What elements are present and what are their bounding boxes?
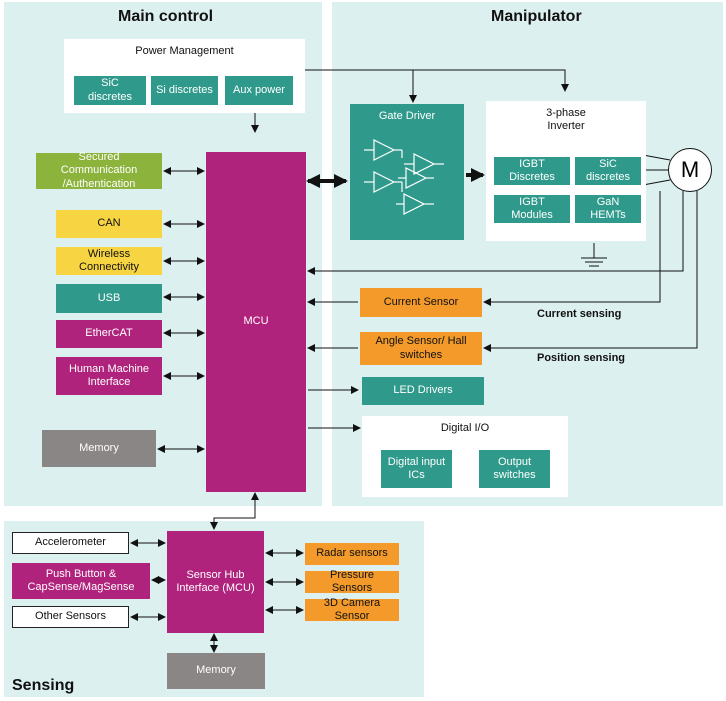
usb-box: USB: [56, 284, 162, 313]
accelerometer-box: Accelerometer: [12, 532, 129, 554]
wire-phase-a: [642, 154, 671, 161]
secured-communication-box: Secured Communication /Authentication: [36, 151, 162, 190]
radar-sensors-box: Radar sensors: [305, 543, 399, 565]
current-sensor-box: Current Sensor: [360, 288, 482, 317]
motor-icon: M: [668, 148, 712, 192]
wire-phase-c: [642, 179, 671, 186]
other-sensors-box: Other Sensors: [12, 606, 129, 628]
inverter-sic-discretes-box: SiC discretes: [575, 157, 641, 185]
power-management-title: Power Management: [135, 45, 234, 57]
wire-position-sensing: [483, 191, 698, 352]
sensor-hub-box: Sensor Hub Interface (MCU): [167, 531, 264, 633]
gate-driver-block: Gate Driver: [350, 104, 464, 240]
output-switches-box: Output switches: [479, 450, 550, 488]
hmi-box: Human Machine Interface: [56, 357, 162, 395]
gate-driver-title: Gate Driver: [378, 110, 436, 122]
main-control-title: Main control: [118, 8, 214, 25]
wire-current-sensing: [483, 191, 661, 306]
digital-input-ics-box: Digital input ICs: [381, 450, 452, 488]
wireless-connectivity-box: Wireless Connectivity: [56, 247, 162, 275]
inverter-title: 3-phase Inverter: [546, 107, 586, 133]
digital-io-title: Digital I/O: [440, 422, 490, 434]
ethercat-box: EtherCAT: [56, 320, 162, 348]
wire-power-inverter: [305, 69, 569, 92]
sensing-title: Sensing: [12, 677, 75, 694]
sensing-memory-box: Memory: [167, 653, 265, 689]
current-sensing-label: Current sensing: [537, 308, 622, 320]
aux-power-box: Aux power: [225, 76, 293, 105]
igbt-discretes-box: IGBT Discretes: [494, 157, 570, 185]
gate-driver-icon: [364, 139, 444, 215]
manipulator-title: Manipulator: [491, 8, 582, 25]
mcu-block: MCU: [206, 152, 306, 492]
wire-motor-mcu: [307, 191, 684, 275]
motor-label: M: [680, 156, 700, 182]
si-discretes-box: Si discretes: [151, 76, 218, 105]
angle-sensor-box: Angle Sensor/ Hall switches: [360, 332, 482, 365]
memory-box: Memory: [42, 430, 156, 467]
can-box: CAN: [56, 210, 162, 238]
sic-discretes-box: SiC discretes: [74, 76, 146, 105]
led-drivers-box: LED Drivers: [362, 377, 484, 405]
push-button-box: Push Button & CapSense/MagSense: [12, 563, 150, 599]
position-sensing-label: Position sensing: [537, 352, 626, 364]
pressure-sensors-box: Pressure Sensors: [305, 569, 399, 594]
gan-hemts-box: GaN HEMTs: [575, 195, 641, 223]
camera-sensor-box: 3D Camera Sensor: [305, 597, 399, 622]
wire-mcu-hub: [210, 492, 259, 530]
igbt-modules-box: IGBT Modules: [494, 195, 570, 223]
